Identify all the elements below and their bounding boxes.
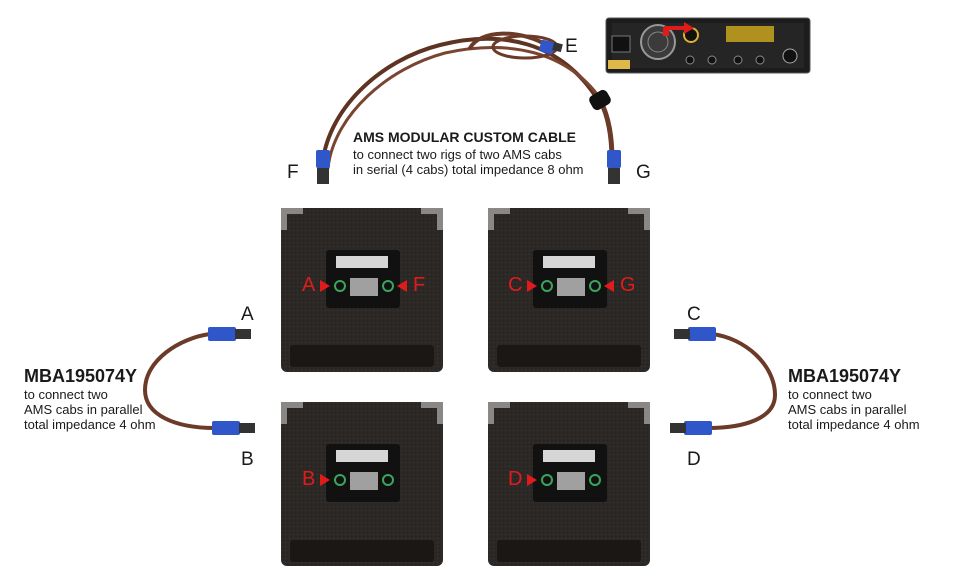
cable-splitter xyxy=(589,89,611,111)
cabinet-marker-b: B xyxy=(302,468,316,490)
label-f: F xyxy=(287,162,299,183)
right-cable-desc-3: total impedance 4 ohm xyxy=(788,417,920,432)
cabinet-top-right xyxy=(488,208,650,372)
right-cable-model: MBA195074Y xyxy=(788,366,902,386)
custom-cable-desc-2: in serial (4 cabs) total impedance 8 ohm xyxy=(353,162,584,177)
label-c: C xyxy=(687,304,701,325)
left-connector-b xyxy=(212,421,255,435)
label-b: B xyxy=(241,449,254,470)
arrow-left-icon xyxy=(397,280,407,292)
connector-g xyxy=(607,150,621,184)
power-inlet-icon xyxy=(611,35,631,53)
cabinet-marker-a: A xyxy=(302,274,316,296)
connector-e xyxy=(539,39,563,55)
left-cable-desc-1: to connect two xyxy=(24,387,108,402)
cabinet-marker-c: C xyxy=(508,274,523,296)
arrow-right-icon xyxy=(527,280,537,292)
left-cable-model: MBA195074Y xyxy=(24,366,138,386)
fan-icon xyxy=(640,24,676,60)
left-cable-desc-2: AMS cabs in parallel xyxy=(24,402,143,417)
label-g: G xyxy=(636,162,651,183)
right-cable-desc-1: to connect two xyxy=(788,387,872,402)
left-connector-a xyxy=(208,327,251,341)
cabinet-top-left xyxy=(281,208,443,372)
label-e: E xyxy=(565,36,578,57)
right-connector-c xyxy=(674,327,716,341)
label-a: A xyxy=(241,304,254,325)
cabinet-bottom-left xyxy=(281,402,443,566)
cabinet-bottom-right xyxy=(488,402,650,566)
connector-f xyxy=(316,150,330,184)
cabinet-marker-d: D xyxy=(508,468,523,490)
arrow-left-icon xyxy=(604,280,614,292)
xlr-output-icon xyxy=(782,48,798,64)
right-cable xyxy=(707,332,778,430)
label-d: D xyxy=(687,449,701,470)
custom-cable-title: AMS MODULAR CUSTOM CABLE xyxy=(353,129,576,145)
cabinet-marker-f: F xyxy=(413,274,426,296)
arrow-right-icon xyxy=(320,280,330,292)
right-connector-d xyxy=(670,421,712,435)
left-cable-desc-3: total impedance 4 ohm xyxy=(24,417,156,432)
custom-cable-desc-1: to connect two rigs of two AMS cabs xyxy=(353,147,562,162)
right-cable-desc-2: AMS cabs in parallel xyxy=(788,402,907,417)
cabinet-marker-g: G xyxy=(620,274,636,296)
arrow-right-icon xyxy=(527,474,537,486)
left-cable xyxy=(142,332,216,430)
arrow-right-icon xyxy=(320,474,330,486)
amplifier-head xyxy=(605,17,811,74)
